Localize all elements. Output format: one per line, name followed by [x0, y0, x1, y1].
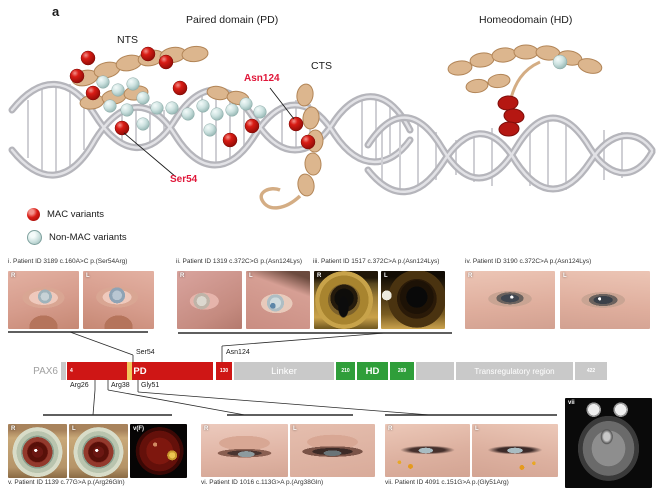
bar-segment-transregulatory: Transregulatory region — [456, 362, 573, 380]
eye-photo-vii-right: R — [385, 424, 470, 477]
mac-variant-spheres — [69, 46, 316, 150]
arg26-bar-label: Arg26 — [70, 382, 89, 389]
bar-segment-hd-end: 269 — [390, 362, 414, 380]
eye-photo-vii-left: L — [472, 424, 558, 477]
caption-patient-vi: vi. Patient ID 1016 c.113G>A p.(Arg38Gln… — [201, 479, 324, 486]
hd-dna — [364, 114, 656, 196]
protein-end-residue: 422 — [586, 368, 596, 374]
photo-side-label: R — [468, 273, 473, 279]
hd-helix — [447, 44, 603, 99]
eye-photo-ii-right: R — [177, 271, 242, 329]
caption-patient-iv: iv. Patient ID 3190 c.372C>A p.(Asn124Ly… — [465, 258, 592, 265]
photo-side-label: R — [180, 273, 185, 279]
bar-segment-pd-end: 130 — [216, 362, 232, 380]
eye-photo-ii-left: L — [246, 271, 310, 329]
nts-helix — [71, 45, 250, 110]
pd-start-residue: 4 — [70, 368, 73, 374]
nts-label: NTS — [117, 34, 138, 46]
ser54-bar-label: Ser54 — [136, 349, 155, 356]
eye-photo-i-left: L — [83, 271, 154, 329]
eye-photo-iii-right: R — [314, 271, 378, 329]
asn124-bar-label: Asn124 — [226, 349, 250, 356]
photo-side-label: L — [86, 273, 90, 279]
transregulatory-label: Transregulatory region — [474, 366, 555, 376]
caption-patient-vii: vii. Patient ID 4091 c.151G>A p.(Gly51Ar… — [385, 479, 509, 486]
gly51-bar-label: Gly51 — [141, 382, 160, 389]
bar-segment-linker: Linker — [234, 362, 334, 380]
non-mac-variant-swatch — [27, 230, 42, 245]
caption-patient-iii: iii. Patient ID 1517 c.372C>A p.(Asn124L… — [313, 258, 440, 265]
bar-segment-spacer — [416, 362, 454, 380]
mac-variant-swatch — [27, 208, 40, 221]
photo-side-label: R — [11, 426, 16, 432]
bar-segment-cterm: 422 — [575, 362, 607, 380]
photo-side-label: v(F) — [133, 426, 144, 432]
brain-mri-photo-vii: vii — [565, 398, 652, 488]
eye-photo-vi-left: L — [290, 424, 375, 477]
photo-side-label: L — [475, 426, 479, 432]
gly51-marker — [127, 362, 132, 380]
photo-side-label: L — [293, 426, 297, 432]
photo-side-label: R — [388, 426, 393, 432]
photo-side-label: R — [11, 273, 16, 279]
photo-side-label: L — [384, 273, 388, 279]
bar-segment-hd: HD — [357, 362, 388, 380]
arg38-bar-label: Arg38 — [111, 382, 130, 389]
linker-label: Linker — [271, 365, 297, 377]
non-mac-variant-spheres — [96, 54, 568, 137]
figure-panel-label: a — [52, 4, 60, 19]
fundus-photo-v: v(F) — [130, 424, 187, 478]
photo-side-label: vii — [568, 400, 575, 406]
bar-segment-hd-start: 210 — [336, 362, 355, 380]
eye-photo-v-right: R — [8, 424, 67, 478]
ser54-label: Ser54 — [170, 174, 198, 185]
photo-side-label: L — [72, 426, 76, 432]
hd-end-residue: 269 — [397, 368, 407, 374]
asn124-label: Asn124 — [244, 73, 280, 84]
cts-label: CTS — [311, 60, 332, 72]
pax6-protein-label: PAX6 — [33, 366, 58, 377]
eye-photo-v-left: L — [69, 424, 128, 478]
legend-item-non-mac: Non-MAC variants — [27, 230, 127, 245]
photo-side-label: R — [204, 426, 209, 432]
hd-domain-label: HD — [365, 365, 380, 377]
hd-start-residue: 210 — [341, 368, 350, 374]
caption-patient-i: i. Patient ID 3189 c.160A>C p.(Ser54Arg) — [8, 258, 128, 265]
caption-patient-v: v. Patient ID 1139 c.77G>A p.(Arg26Gln) — [8, 479, 125, 486]
connector-lines — [8, 331, 557, 416]
mac-variant-label: MAC variants — [47, 209, 105, 220]
pointer-lines — [123, 87, 295, 178]
photo-side-label: L — [563, 273, 567, 279]
photo-side-label: R — [317, 273, 322, 279]
hd-red-helix — [497, 95, 525, 137]
photo-side-label: L — [249, 273, 253, 279]
caption-patient-ii: ii. Patient ID 1319 c.372C>G p.(Asn124Ly… — [176, 258, 303, 265]
bar-segment-pd: 4 PD — [67, 362, 213, 380]
bar-segment-nterm — [61, 362, 66, 380]
eye-photo-iv-left: L — [560, 271, 650, 329]
eye-photo-i-right: R — [8, 271, 79, 329]
pd-domain-label: PD — [133, 365, 147, 377]
eye-photo-iii-left: L — [381, 271, 445, 329]
homeodomain-title: Homeodomain (HD) — [479, 14, 573, 26]
eye-photo-iv-right: R — [465, 271, 555, 329]
legend-item-mac: MAC variants — [27, 208, 104, 221]
eye-photo-vi-right: R — [201, 424, 288, 477]
non-mac-variant-label: Non-MAC variants — [49, 232, 127, 243]
paired-domain-title: Paired domain (PD) — [186, 14, 279, 26]
pd-end-residue: 130 — [219, 368, 229, 374]
